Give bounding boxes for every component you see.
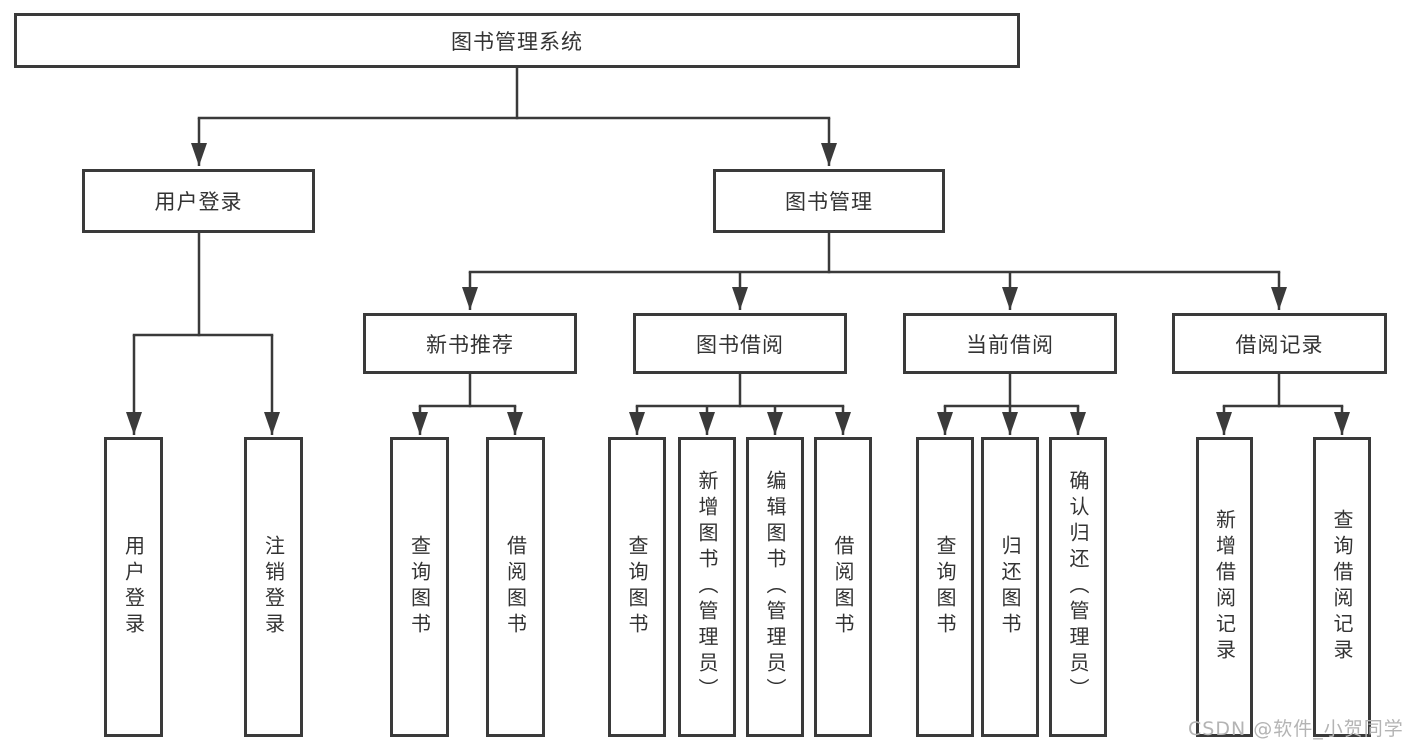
leaf-query-books-borrowing: 查询图书 bbox=[608, 437, 666, 737]
node-root: 图书管理系统 bbox=[14, 13, 1020, 68]
leaf-borrow-books-recommend: 借阅图书 bbox=[486, 437, 545, 737]
leaf-user-login: 用户登录 bbox=[104, 437, 163, 737]
leaf-query-borrow-record: 查询借阅记录 bbox=[1313, 437, 1371, 737]
leaf-logout: 注销登录 bbox=[244, 437, 303, 737]
leaf-borrow-books-borrowing: 借阅图书 bbox=[814, 437, 872, 737]
leaf-query-books-recommend: 查询图书 bbox=[390, 437, 449, 737]
node-new-book-recommend: 新书推荐 bbox=[363, 313, 577, 374]
node-current-borrowing: 当前借阅 bbox=[903, 313, 1117, 374]
leaf-add-borrow-record: 新增借阅记录 bbox=[1196, 437, 1253, 737]
leaf-confirm-return-admin: 确认归还（管理员） bbox=[1049, 437, 1107, 737]
node-borrowing-records: 借阅记录 bbox=[1172, 313, 1387, 374]
leaf-return-books: 归还图书 bbox=[981, 437, 1039, 737]
leaf-query-books-current: 查询图书 bbox=[916, 437, 974, 737]
leaf-add-book-admin: 新增图书（管理员） bbox=[678, 437, 736, 737]
node-book-borrowing: 图书借阅 bbox=[633, 313, 847, 374]
node-user-login: 用户登录 bbox=[82, 169, 315, 233]
csdn-watermark: CSDN @软件_小贺同学 bbox=[1188, 718, 1404, 740]
leaf-edit-book-admin: 编辑图书（管理员） bbox=[746, 437, 804, 737]
node-book-management: 图书管理 bbox=[713, 169, 945, 233]
